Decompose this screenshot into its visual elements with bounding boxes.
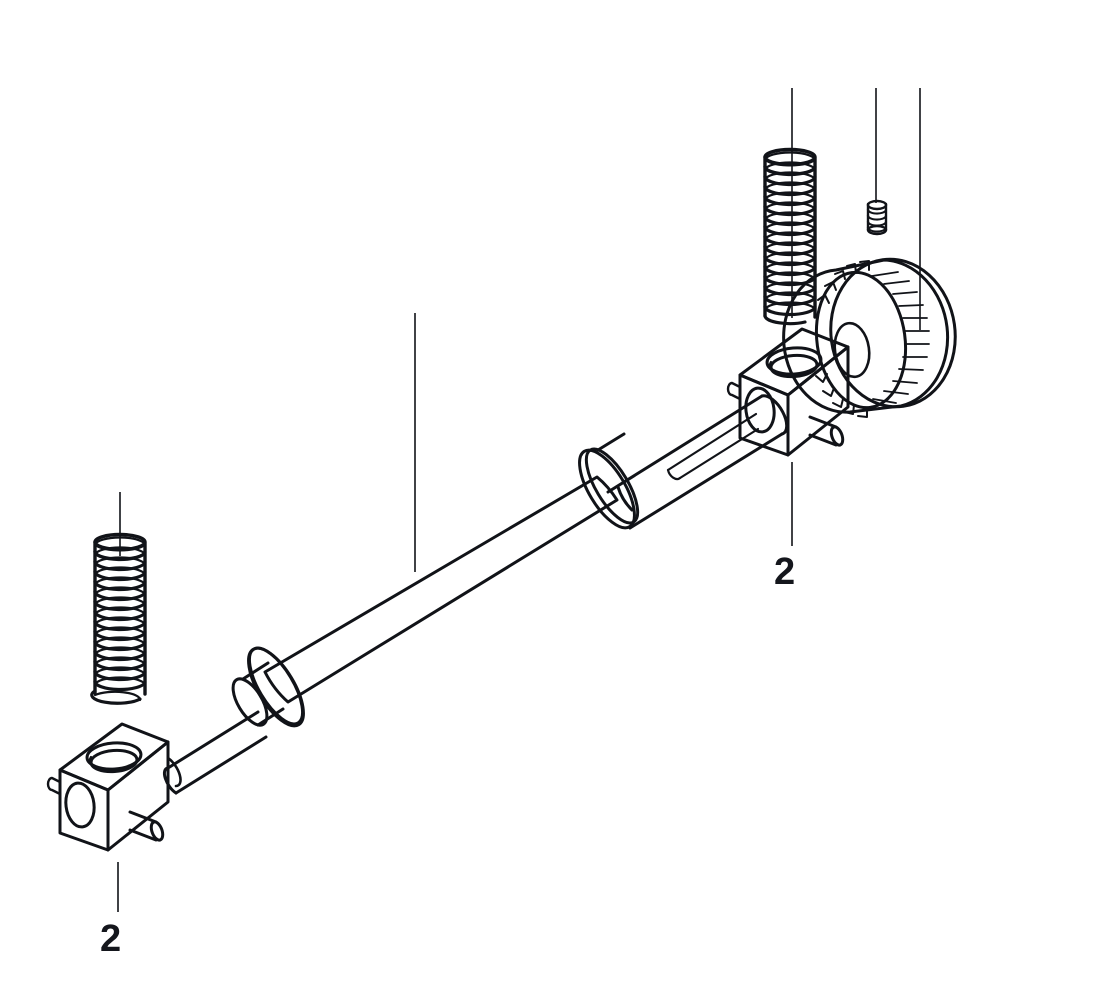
thumbwheel-near-face (814, 270, 908, 410)
roller-right-flange (584, 432, 640, 525)
thumbwheel-bore (833, 321, 871, 379)
compression-spring-lower (90, 532, 147, 705)
bearing-block-lower (46, 722, 182, 852)
locating-pin-lower (128, 810, 165, 842)
roller-knurl-flutes (0, 57, 150, 378)
leader-lines (117, 88, 921, 912)
block-side-bore-lower (64, 781, 96, 829)
roller-left-end (247, 646, 305, 728)
bearing-block-upper (726, 327, 850, 457)
thumbwheel-teeth (871, 271, 930, 404)
locating-pin-upper (808, 415, 845, 447)
roller-barrel (263, 475, 619, 704)
roller-right-end (578, 448, 636, 530)
roller-left-collar (231, 661, 285, 727)
set-screw (866, 199, 888, 236)
knurled-roller (0, 57, 640, 728)
block-side-bore-upper (744, 386, 776, 434)
drive-shaft (162, 394, 789, 795)
compression-spring-upper (763, 147, 817, 326)
callout-label-right: 2 (774, 551, 796, 593)
thumbwheel-tooth-profile (815, 260, 870, 418)
callout-label-left: 2 (100, 918, 122, 960)
